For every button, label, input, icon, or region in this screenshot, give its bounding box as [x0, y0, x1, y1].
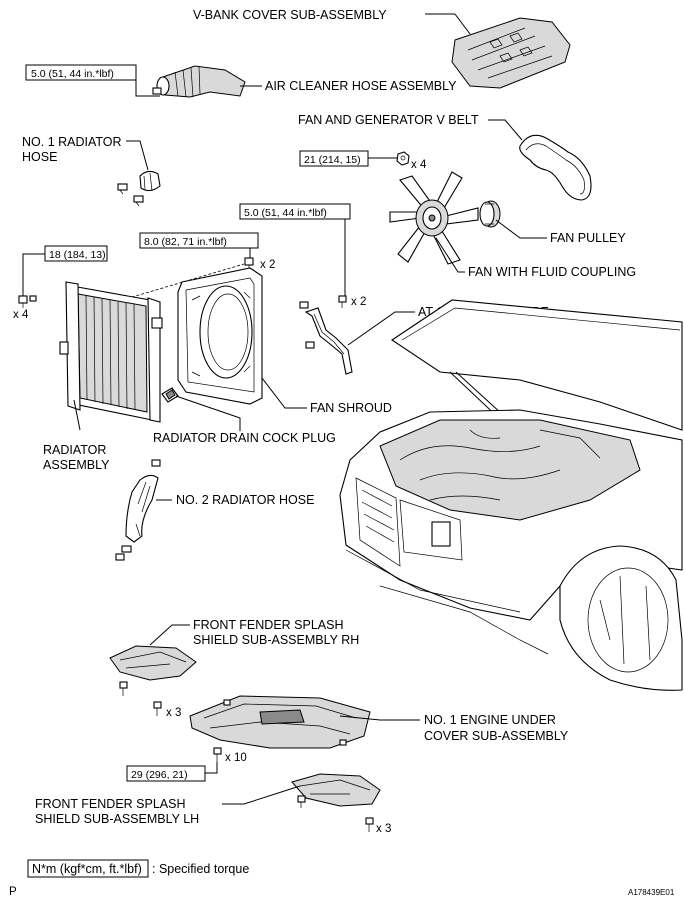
label-no1-radiator-hose-line1: NO. 1 RADIATOR: [22, 135, 122, 149]
label-air-cleaner-hose: AIR CLEANER HOSE ASSEMBLY: [265, 79, 457, 93]
legend-torque-unit: N*m (kgf*cm, ft.*lbf): [32, 862, 142, 876]
fender-splash-rh-drawing: [109, 645, 197, 681]
label-engine-under-cover-line2: COVER SUB-ASSEMBLY: [424, 729, 569, 743]
leader-torque-air-cleaner: [135, 74, 160, 97]
drain-cock-plug-drawing: [161, 387, 179, 403]
label-fan-shroud: FAN SHROUD: [310, 401, 392, 415]
label-fender-splash-lh-line1: FRONT FENDER SPLASH: [35, 797, 186, 811]
qty-radiator-bolt: x 4: [13, 309, 29, 321]
torque-fan-shroud: 8.0 (82, 71 in.*lbf): [144, 236, 227, 248]
torque-box-fan-shroud: [139, 232, 259, 249]
qty-splash-rh-bolt: x 3: [166, 707, 181, 719]
radiator-assembly-drawing: [59, 281, 163, 423]
leader-v-bank-cover-b: [454, 13, 471, 35]
no2-radiator-hose-drawing: [115, 459, 161, 561]
qty-fan-shroud-bolt: x 2: [260, 259, 275, 271]
figure-id: A178439E01: [628, 888, 675, 897]
label-fan-pulley: FAN PULLEY: [550, 231, 626, 245]
qty-splash-lh-bolt: x 3: [376, 823, 391, 835]
label-fender-splash-lh-line2: SHIELD SUB-ASSEMBLY LH: [35, 812, 199, 826]
page-letter: P: [9, 886, 17, 898]
legend-torque-box: [27, 859, 149, 878]
label-drain-cock-plug: RADIATOR DRAIN COCK PLUG: [153, 431, 336, 445]
leader-fender-splash-lh: [222, 785, 301, 805]
torque-under-cover: 29 (296, 21): [131, 769, 188, 781]
leader-drain-cock-plug: [175, 395, 241, 431]
fan-shroud-drawing: [177, 267, 263, 405]
label-fender-splash-rh-line2: SHIELD SUB-ASSEMBLY RH: [193, 633, 359, 647]
qty-oil-cooler-bolt: x 2: [351, 296, 366, 308]
qty-fan-nut: x 4: [411, 159, 427, 171]
no1-radiator-hose-drawing: [117, 170, 161, 207]
vehicle-engine-bay-drawing: [339, 299, 683, 691]
label-radiator-assembly-line1: RADIATOR: [43, 443, 106, 457]
under-cover-bolt-icon: [213, 747, 222, 762]
v-belt-drawing: [519, 134, 592, 201]
engine-under-cover-drawing: [189, 695, 371, 749]
label-fender-splash-rh-line1: FRONT FENDER SPLASH: [193, 618, 344, 632]
at-oil-cooler-tube-drawing: [299, 301, 353, 375]
torque-radiator: 18 (184, 13): [49, 249, 106, 261]
label-engine-under-cover-line1: NO. 1 ENGINE UNDER: [424, 713, 556, 727]
leader-torque-under-cover: [205, 762, 218, 774]
torque-air-cleaner-hose: 5.0 (51, 44 in.*lbf): [31, 68, 114, 80]
label-no1-radiator-hose-line2: HOSE: [22, 150, 57, 164]
fan-with-fluid-coupling-drawing: [389, 171, 479, 265]
leader-radiator-assembly: [73, 399, 81, 431]
label-v-bank-cover: V-BANK COVER SUB-ASSEMBLY: [193, 8, 387, 22]
leader-at-oil-cooler-tube: [347, 311, 415, 346]
radiator-bolt-icon: [18, 295, 37, 308]
torque-box-oil-cooler: [239, 203, 351, 220]
leader-v-belt: [488, 119, 523, 141]
leader-engine-under-cover: [339, 715, 420, 721]
fan-nut-icon: [396, 151, 410, 166]
torque-box-air-cleaner-hose: [25, 64, 137, 81]
torque-fan-nut: 21 (214, 15): [304, 154, 361, 166]
leader-fender-splash-rh: [149, 624, 190, 646]
leader-fan-shroud: [261, 377, 307, 409]
label-fan-fluid-coupling: FAN WITH FLUID COUPLING: [468, 265, 636, 279]
qty-under-cover-bolt: x 10: [225, 752, 247, 764]
torque-oil-cooler: 5.0 (51, 44 in.*lbf): [244, 207, 327, 219]
splash-lh-bolt-icon: [297, 795, 374, 832]
leader-fan-fluid-coupling: [435, 237, 465, 273]
leader-fan-pulley: [495, 219, 547, 239]
splash-rh-bolt-icon: [119, 681, 162, 716]
v-bank-cover-drawing: [451, 17, 571, 89]
label-no2-radiator-hose: NO. 2 RADIATOR HOSE: [176, 493, 314, 507]
leader-torque-radiator: [22, 253, 45, 296]
fan-shroud-bolt-alignment: [121, 263, 245, 301]
leader-no1-radiator-hose: [126, 140, 149, 171]
label-fan-generator-v-belt: FAN AND GENERATOR V BELT: [298, 113, 479, 127]
fan-pulley-drawing: [479, 200, 501, 228]
fender-splash-lh-drawing: [291, 773, 381, 807]
legend-description: : Specified torque: [152, 862, 249, 876]
air-cleaner-hose-drawing: [152, 65, 246, 98]
oil-cooler-bolt-icon: [338, 295, 347, 308]
label-radiator-assembly-line2: ASSEMBLY: [43, 458, 110, 472]
